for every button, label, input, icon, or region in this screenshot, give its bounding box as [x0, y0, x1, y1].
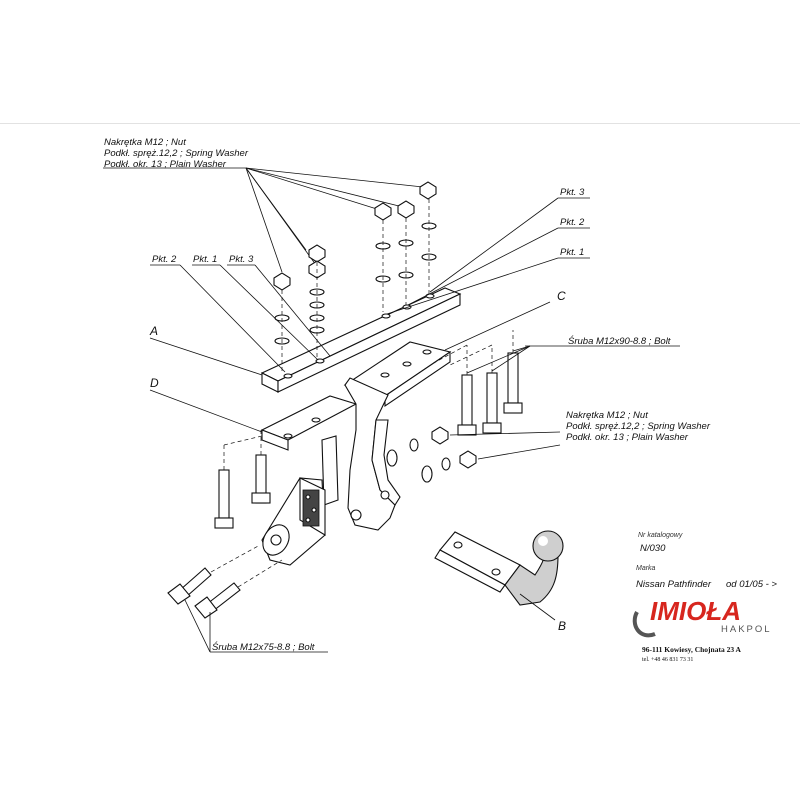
company-phone: tel. +48 46 831 73 31 — [642, 657, 693, 663]
pkt1-right-label: Pkt. 1 — [560, 247, 584, 258]
crossbar-plate-a — [260, 287, 462, 393]
nut-label-right-1: Nakrętka M12 ; Nut — [566, 410, 648, 421]
pkt1-left-label: Pkt. 1 — [193, 254, 217, 265]
callout-leaders — [149, 197, 680, 653]
nut-label-top-3: Podkł. okr. 13 ; Plain Washer — [104, 159, 227, 170]
nut-label-right-2: Podkł. spręż.12,2 ; Spring Washer — [566, 421, 711, 432]
top-bar — [0, 0, 800, 124]
nut-label-top-2: Podkł. spręż.12,2 ; Spring Washer — [104, 148, 249, 159]
part-b-label: B — [558, 619, 566, 633]
part-a-label: A — [149, 324, 158, 338]
socket-plate — [261, 477, 326, 566]
company-address: 96-111 Kowiesy, Chojnata 23 A — [642, 645, 742, 654]
bolt-75-label: Śruba M12x75-8.8 ; Bolt — [212, 641, 315, 653]
part-d-label: D — [150, 376, 159, 390]
nut-washer-right — [386, 426, 561, 483]
catalog-label: Nr katalogowy — [638, 532, 683, 539]
pkt3-left-label: Pkt. 3 — [229, 254, 254, 265]
nut-label-top-1: Nakrętka M12 ; Nut — [104, 137, 186, 148]
nut-washer-stacks — [273, 181, 437, 372]
bolt-90-label: Śruba M12x90-8.8 ; Bolt — [568, 335, 671, 347]
bolts-vertical-left — [214, 430, 271, 529]
bolts-m12x90 — [429, 330, 523, 436]
pkt3-right-label: Pkt. 3 — [560, 187, 585, 198]
catalog-value: N/030 — [640, 543, 666, 554]
hook-icon — [632, 611, 656, 638]
logo-text: IMIOŁA — [650, 596, 741, 626]
bolts-m12x75 — [167, 544, 283, 619]
nut-label-right-3: Podkł. okr. 13 ; Plain Washer — [566, 432, 689, 443]
company-logo: IMIOŁA HAKPOL — [632, 596, 772, 638]
nut-leader-lines — [103, 167, 424, 273]
part-c-label: C — [557, 289, 566, 303]
pkt2-right-label: Pkt. 2 — [560, 217, 585, 228]
side-plate-c — [343, 341, 452, 408]
vertical-bracket — [321, 377, 401, 531]
brand-value: Nissan Pathfinder — [636, 579, 712, 590]
pkt2-left-label: Pkt. 2 — [152, 254, 177, 265]
brand-range: od 01/05 - > — [726, 579, 777, 590]
logo-sub-text: HAKPOL — [721, 624, 772, 635]
side-plate-d — [260, 395, 358, 451]
brand-label: Marka — [636, 565, 656, 572]
tow-ball-b — [434, 530, 564, 606]
